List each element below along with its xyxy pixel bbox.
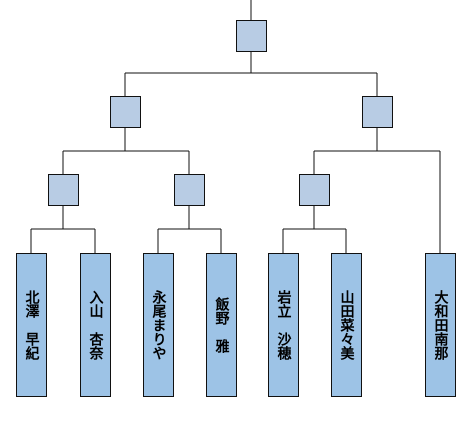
quarterfinal-1-node bbox=[48, 174, 79, 206]
player-box-3: 永尾まりや bbox=[143, 253, 174, 397]
final-match-node bbox=[236, 20, 267, 52]
player-name: 入山 杏奈 bbox=[87, 290, 104, 360]
player-box-2: 入山 杏奈 bbox=[80, 253, 111, 397]
player-box-7: 大和田南那 bbox=[425, 253, 456, 397]
player-name: 岩立 沙穂 bbox=[275, 290, 292, 360]
player-name: 大和田南那 bbox=[432, 290, 449, 360]
player-name: 山田菜々美 bbox=[338, 290, 355, 360]
player-box-4: 飯野 雅 bbox=[206, 253, 237, 397]
quarterfinal-2-node bbox=[174, 174, 205, 206]
player-name: 永尾まりや bbox=[150, 290, 167, 360]
semifinal-left-node bbox=[110, 96, 141, 128]
player-box-5: 岩立 沙穂 bbox=[268, 253, 299, 397]
semifinal-right-node bbox=[362, 96, 393, 128]
quarterfinal-3-node bbox=[299, 174, 330, 206]
player-name: 北澤 早紀 bbox=[23, 290, 40, 360]
player-box-1: 北澤 早紀 bbox=[16, 253, 47, 397]
player-box-6: 山田菜々美 bbox=[331, 253, 362, 397]
player-name: 飯野 雅 bbox=[213, 297, 230, 353]
